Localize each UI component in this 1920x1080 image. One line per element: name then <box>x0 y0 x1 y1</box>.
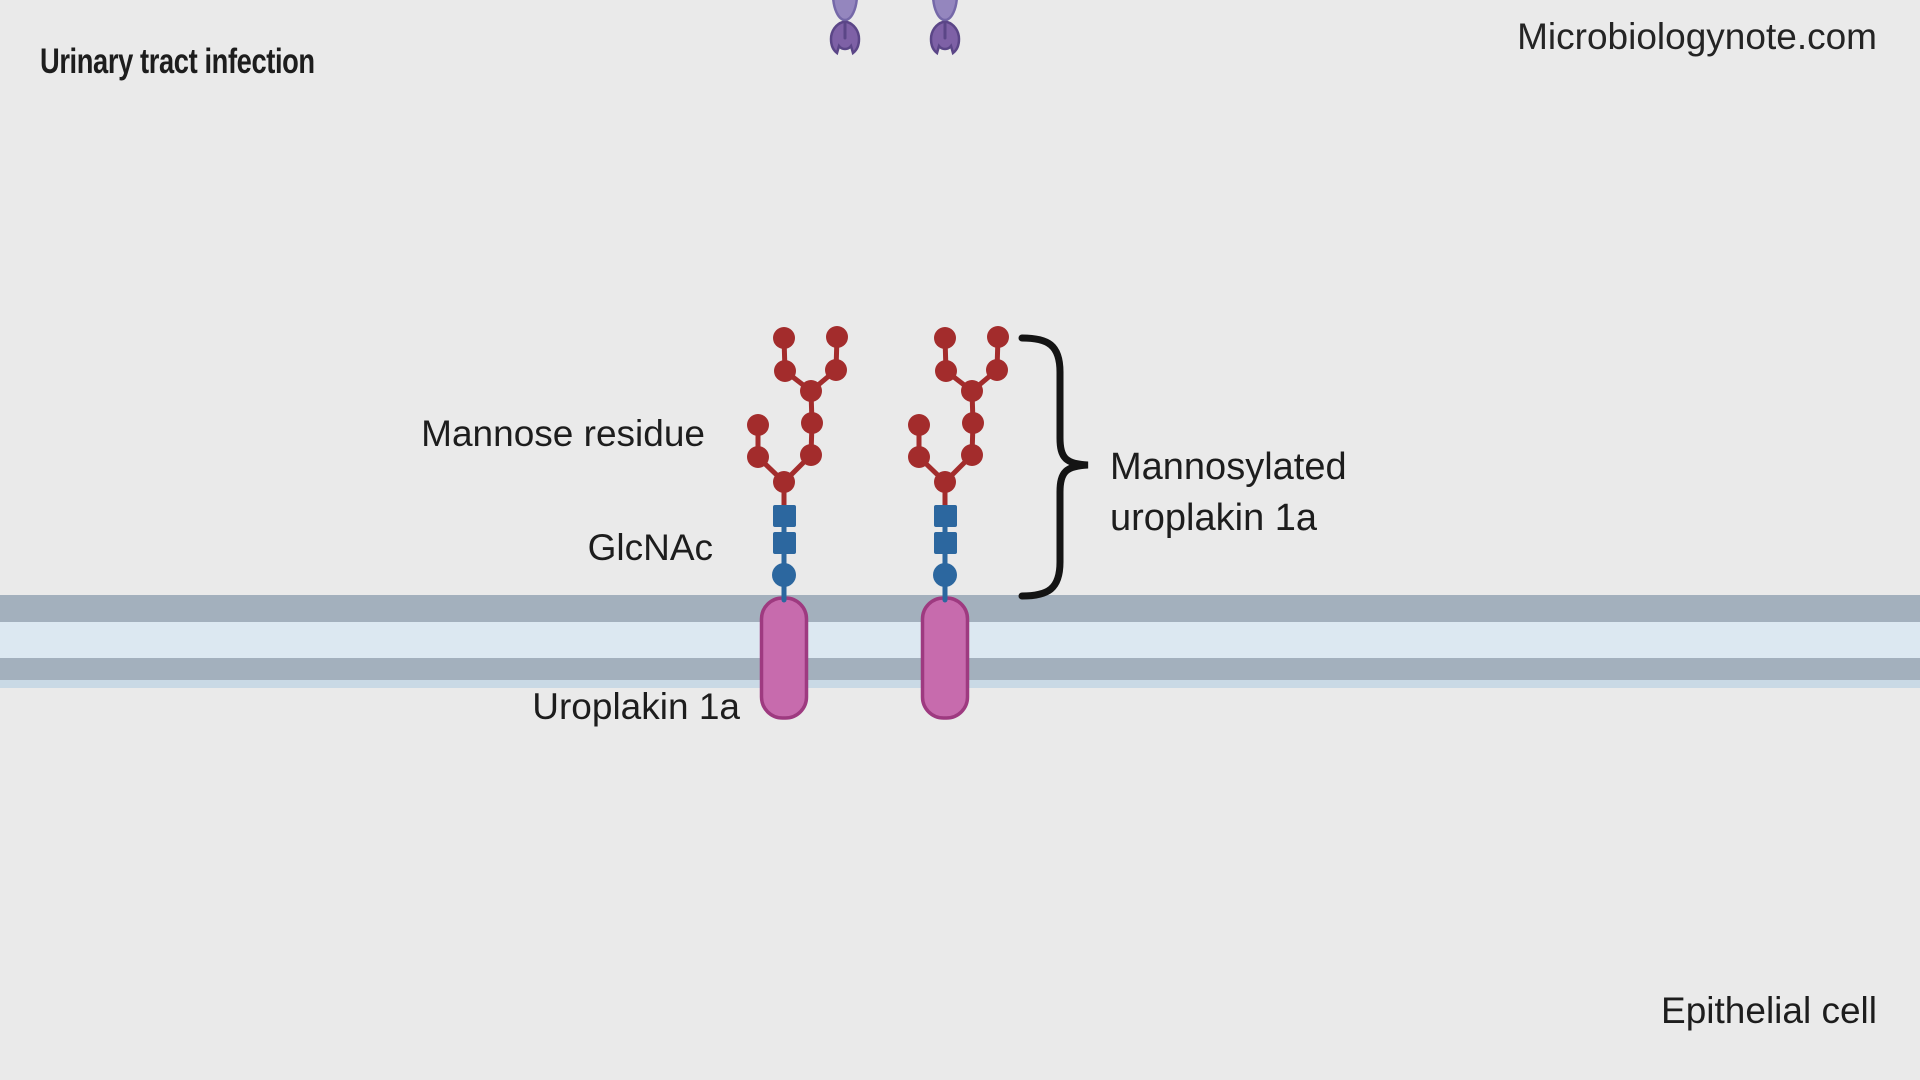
mannose-residue-icon <box>800 380 822 402</box>
mannose-residue-icon <box>962 412 984 434</box>
mannose-residue-icon <box>773 327 795 349</box>
mannose-residue-icon <box>934 327 956 349</box>
watermark-text: Microbiologynote.com <box>1517 16 1877 57</box>
glcnac-square-icon <box>773 505 796 527</box>
glcnac-square-icon <box>934 532 957 554</box>
mannosylated-line1: Mannosylated <box>1110 446 1347 488</box>
branched-mannose-glycan-icon <box>747 326 848 603</box>
mannose-residue-icon <box>773 471 795 493</box>
mannose-residue-label: Mannose residue <box>421 413 705 454</box>
adhesins <box>829 0 961 55</box>
branched-mannose-glycan-icon <box>908 326 1009 603</box>
mannose-residue-icon <box>908 414 930 436</box>
curly-brace-icon <box>1018 334 1089 600</box>
glycans <box>747 326 1009 603</box>
glcnac-label: GlcNAc <box>587 527 713 568</box>
mannose-residue-icon <box>747 446 769 468</box>
bacterial-adhesin-tip-icon <box>929 0 961 55</box>
uroplakin-pill <box>759 596 809 720</box>
mannose-residue-icon <box>987 326 1009 348</box>
mannose-residue-icon <box>908 446 930 468</box>
mannosylated-uroplakin-label: Mannosylated uroplakin 1a <box>1110 442 1347 544</box>
mannose-residue-icon <box>961 380 983 402</box>
uroplakin-pill <box>920 596 970 720</box>
mannose-residue-icon <box>825 359 847 381</box>
mannose-residue-icon <box>800 444 822 466</box>
glcnac-circle-icon <box>772 563 796 587</box>
mannosylated-line2: uroplakin 1a <box>1110 497 1318 539</box>
uroplakin-1a-label: Uroplakin 1a <box>532 686 740 727</box>
glcnac-square-icon <box>934 505 957 527</box>
mannose-residue-icon <box>961 444 983 466</box>
mannose-residue-icon <box>826 326 848 348</box>
epithelial-cell-label: Epithelial cell <box>1661 990 1877 1031</box>
mannose-residue-icon <box>747 414 769 436</box>
mannose-residue-icon <box>986 359 1008 381</box>
mannose-residue-icon <box>774 360 796 382</box>
page-title: Urinary tract infection <box>40 42 315 81</box>
bacterial-adhesin-tip-icon <box>829 0 861 55</box>
mannose-residue-icon <box>934 471 956 493</box>
glcnac-circle-icon <box>933 563 957 587</box>
glcnac-square-icon <box>773 532 796 554</box>
mannose-residue-icon <box>801 412 823 434</box>
mannose-residue-icon <box>935 360 957 382</box>
